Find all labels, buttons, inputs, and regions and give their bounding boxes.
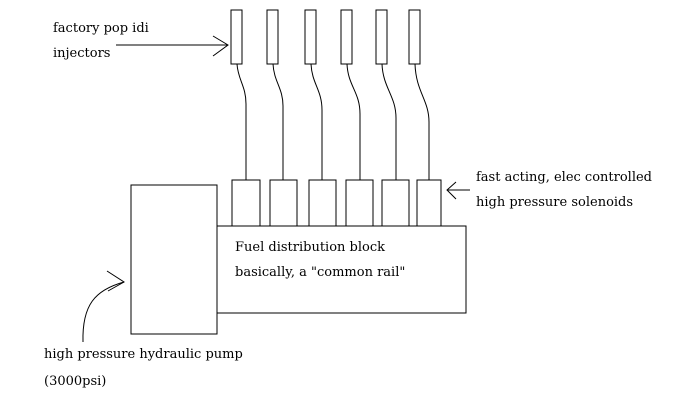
solenoid-1 — [231, 179, 261, 227]
injector-5 — [375, 9, 388, 65]
pump-label-line1: high pressure hydraulic pump — [44, 347, 243, 362]
fuel-line-2 — [272, 63, 284, 180]
injector-6 — [408, 9, 421, 65]
fuel-line-group — [236, 63, 430, 180]
hydraulic-pump — [130, 184, 218, 335]
pump-label-line2: (3000psi) — [44, 374, 106, 389]
injector-group — [230, 9, 421, 65]
block-label-line2: basically, a "common rail" — [235, 265, 405, 280]
solenoid-2 — [269, 179, 298, 227]
injectors-label-line2: injectors — [53, 46, 110, 61]
solenoids-arrow — [446, 181, 470, 200]
injector-3 — [304, 9, 317, 65]
solenoids-label-line1: fast acting, elec controlled — [476, 170, 652, 185]
block-label-line1: Fuel distribution block — [235, 240, 385, 255]
injector-1 — [230, 9, 243, 65]
pump-arrow — [82, 270, 125, 343]
injector-2 — [266, 9, 279, 65]
fuel-line-3 — [310, 63, 323, 180]
fuel-line-4 — [346, 63, 361, 180]
fuel-line-6 — [414, 63, 430, 180]
injectors-arrow — [116, 35, 229, 57]
solenoid-6 — [416, 179, 442, 227]
solenoid-4 — [345, 179, 374, 227]
solenoid-5 — [381, 179, 410, 227]
solenoids-label-line2: high pressure solenoids — [476, 195, 633, 210]
fuel-line-5 — [381, 63, 397, 180]
solenoid-group — [231, 179, 442, 227]
injector-4 — [340, 9, 353, 65]
solenoid-3 — [308, 179, 337, 227]
fuel-distribution-block — [212, 225, 467, 314]
injectors-label-line1: factory pop idi — [53, 21, 149, 36]
fuel-line-1 — [236, 63, 247, 180]
